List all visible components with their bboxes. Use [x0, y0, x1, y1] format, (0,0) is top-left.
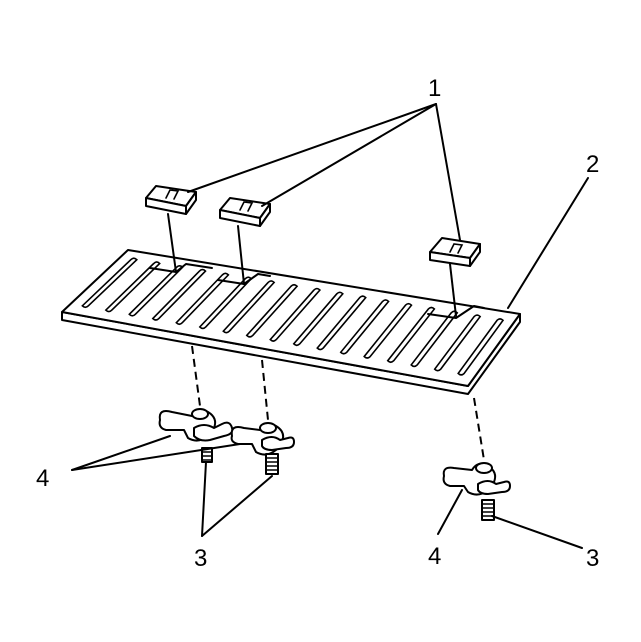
panel-slot — [222, 280, 276, 334]
fastener-left-guide-line — [191, 345, 201, 407]
bolt-middle — [265, 453, 279, 475]
panel-slot — [198, 276, 253, 330]
panel-slot — [292, 291, 344, 347]
clip-middle — [219, 197, 271, 227]
clip-left-guide-line — [167, 213, 177, 273]
clip-mount-middle — [217, 273, 271, 285]
panel-slot — [339, 299, 390, 355]
wingnut-right — [442, 462, 511, 496]
panel-slot — [363, 302, 413, 359]
fastener-middle-guide-line — [261, 359, 269, 421]
clip-mount-right — [427, 305, 485, 319]
callout-3-left: 3 — [194, 545, 207, 572]
panel-slot — [81, 257, 138, 309]
callout-4-right: 4 — [428, 543, 441, 570]
clip-middle-guide-line — [237, 225, 245, 285]
wingnut-left — [158, 408, 234, 442]
panel-slot — [104, 261, 161, 313]
panel-slot — [128, 265, 184, 317]
leader-lines — [71, 103, 589, 549]
callout-2: 2 — [586, 151, 599, 178]
wingnut-middle — [230, 422, 295, 456]
clip-right — [429, 237, 481, 267]
panel-slot — [151, 268, 207, 321]
bolt-right — [481, 499, 495, 521]
clip-left — [145, 185, 197, 215]
slotted-panel — [61, 249, 521, 395]
clip-mount-left — [149, 263, 213, 273]
panel-slot — [269, 287, 322, 342]
panel-slot — [457, 318, 505, 376]
panel-slot — [386, 306, 436, 364]
panel-slot — [410, 310, 459, 368]
panel-slot — [316, 295, 367, 351]
panel-slot — [175, 272, 230, 326]
panel-slot — [245, 283, 299, 338]
panel-slot — [433, 314, 482, 372]
callout-3-right: 3 — [586, 545, 599, 572]
callout-4-left: 4 — [36, 465, 49, 492]
callout-1: 1 — [428, 75, 441, 102]
clip-right-guide-line — [449, 263, 457, 317]
panel-slots — [81, 257, 505, 376]
fastener-right-guide-line — [473, 397, 485, 461]
